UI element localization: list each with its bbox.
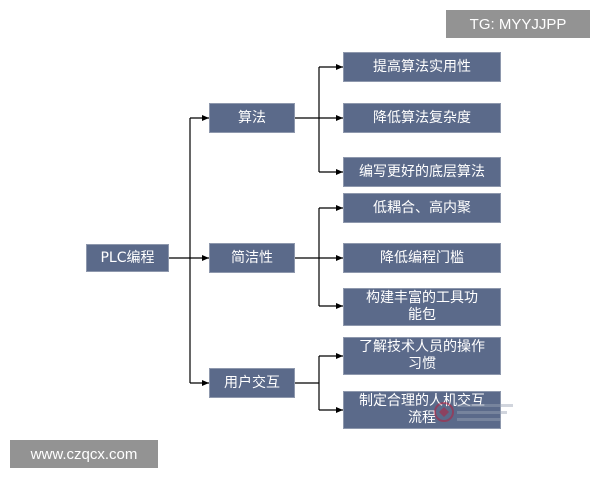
leaf-node-label: 低耦合、高内聚 (373, 199, 471, 216)
watermark-tg-text: TG: MYYJJPP (469, 15, 567, 33)
leaf-node-label: 编写更好的底层算法 (359, 163, 485, 180)
leaf-node-label: 提高算法实用性 (373, 58, 471, 75)
leaf-node-label: 构建丰富的工具功能包 (366, 290, 478, 323)
watermark-site: www.czqcx.com (10, 440, 158, 468)
branch-node-label: 用户交互 (224, 374, 280, 391)
leaf-node: 制定合理的人机交互流程 (343, 391, 501, 429)
leaf-node: 低耦合、高内聚 (343, 193, 501, 223)
branch-node-algorithm: 算法 (209, 103, 295, 133)
leaf-node-label: 了解技术人员的操作习惯 (359, 339, 485, 372)
branch-node-label: 算法 (238, 109, 266, 126)
leaf-node-label: 制定合理的人机交互流程 (359, 393, 485, 426)
watermark-tg: TG: MYYJJPP (446, 10, 590, 38)
leaf-node: 降低编程门槛 (343, 243, 501, 273)
leaf-node: 提高算法实用性 (343, 52, 501, 82)
leaf-node: 编写更好的底层算法 (343, 157, 501, 187)
root-node-label: PLC编程 (100, 249, 155, 266)
branch-node-label: 简洁性 (231, 249, 273, 266)
root-node: PLC编程 (86, 244, 169, 272)
watermark-site-text: www.czqcx.com (30, 445, 138, 463)
leaf-node: 构建丰富的工具功能包 (343, 288, 501, 326)
branch-node-user-interaction: 用户交互 (209, 368, 295, 398)
leaf-node: 降低算法复杂度 (343, 103, 501, 133)
leaf-node-label: 降低编程门槛 (380, 249, 464, 266)
branch-node-simplicity: 简洁性 (209, 243, 295, 273)
leaf-node-label: 降低算法复杂度 (373, 109, 471, 126)
leaf-node: 了解技术人员的操作习惯 (343, 337, 501, 375)
